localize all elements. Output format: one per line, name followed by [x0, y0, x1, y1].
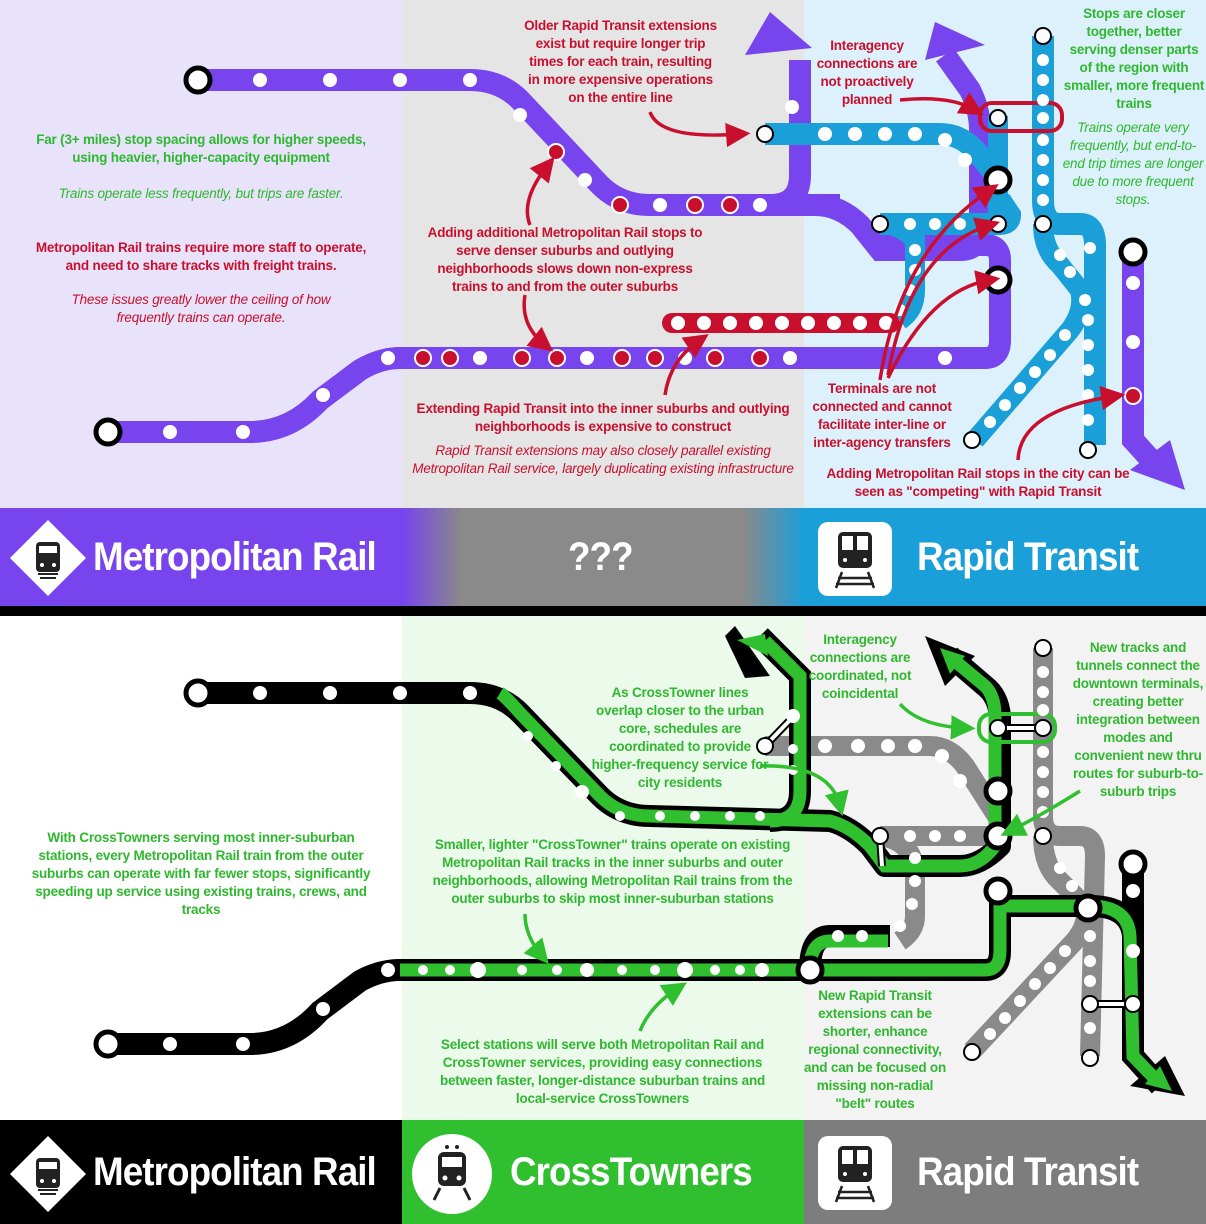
rapid-line-1: [765, 123, 1009, 188]
metro-line-upper-branch: [769, 60, 811, 216]
banner-label-rapid: Rapid Transit: [917, 535, 1139, 579]
callout-arrows-top: [522, 92, 1126, 461]
bottom-banner: Metropolitan Rail CrossTowners Rapid Tra…: [0, 1120, 1206, 1224]
banner-label-unknown: ???: [568, 535, 634, 579]
note-stops-closer: Stops are closer together, better servin…: [1063, 6, 1205, 111]
note-new-tracks: New tracks and tunnels connect the downt…: [1072, 640, 1204, 799]
top-banner: Metropolitan Rail ??? Rapid Transit: [0, 508, 1206, 606]
note-crosstowner-overlap: As CrossTowner lines overlap closer to t…: [591, 685, 769, 790]
note-staff-italic: These issues greatly lower the ceiling o…: [71, 292, 331, 325]
metro-arrow-upper: [745, 12, 812, 55]
panel-divider: [0, 606, 1206, 616]
note-extending: Extending Rapid Transit into the inner s…: [416, 401, 790, 434]
callout-arrows-bottom: [523, 702, 1081, 1032]
top-diagram-panel: Older Rapid Transit extensions exist but…: [0, 0, 1206, 606]
crosstowner-icon: [412, 1134, 492, 1214]
banner-label-metro: Metropolitan Rail: [93, 535, 377, 579]
metro-rail-icon-2: [10, 1136, 86, 1212]
note-stops-closer-italic: Trains operate very frequently, but end-…: [1062, 120, 1204, 207]
metro-arrow-upper-right: [925, 22, 985, 60]
metro-line-upper: [198, 69, 840, 216]
interagency-highlight: [978, 101, 1064, 133]
note-interagency-top: Interagency connections are not proactiv…: [816, 38, 918, 107]
note-far-spacing: Far (3+ miles) stop spacing allows for h…: [36, 132, 366, 165]
note-terminals: Terminals are not connected and cannot f…: [812, 381, 952, 450]
note-competing: Adding Metropolitan Rail stops in the ci…: [826, 466, 1130, 499]
note-select-stations: Select stations will serve both Metropol…: [439, 1037, 766, 1106]
interagency-highlight-2: [977, 712, 1057, 744]
rapid-line-2: [1032, 36, 1106, 445]
banner-label-metro-2: Metropolitan Rail: [93, 1150, 377, 1194]
stations-bottom: [93, 639, 1148, 1067]
bottom-diagram-panel: As CrossTowner lines overlap closer to t…: [0, 616, 1206, 1224]
note-serving-inner: With CrossTowners serving most inner-sub…: [31, 830, 371, 917]
note-far-spacing-italic: Trains operate less frequently, but trip…: [58, 186, 344, 201]
note-older-rt: Older Rapid Transit extensions exist but…: [524, 18, 717, 105]
metro-line-lower: [108, 234, 1011, 443]
note-staff: Metropolitan Rail trains require more st…: [35, 240, 367, 273]
banner-label-crosstowners: CrossTowners: [510, 1150, 753, 1194]
banner-label-rapid-2: Rapid Transit: [917, 1150, 1139, 1194]
metro-arrow-right: [1130, 440, 1185, 490]
note-adding-stops: Adding additional Metropolitan Rail stop…: [427, 225, 703, 294]
rapid-transit-icon: [818, 522, 892, 596]
note-extending-italic: Rapid Transit extensions may also closel…: [412, 443, 794, 476]
note-smaller-lighter: Smaller, lighter "CrossTowner" trains op…: [432, 837, 793, 906]
note-new-rt: New Rapid Transit extensions can be shor…: [803, 988, 947, 1111]
bottom-network-map: [93, 626, 1185, 1096]
note-interagency-bottom: Interagency connections are coordinated,…: [808, 632, 912, 701]
metro-rail-icon: [10, 520, 86, 596]
stations-top: [93, 27, 1148, 459]
top-network-map: [93, 12, 1185, 490]
rapid-transit-icon-2: [818, 1136, 892, 1210]
